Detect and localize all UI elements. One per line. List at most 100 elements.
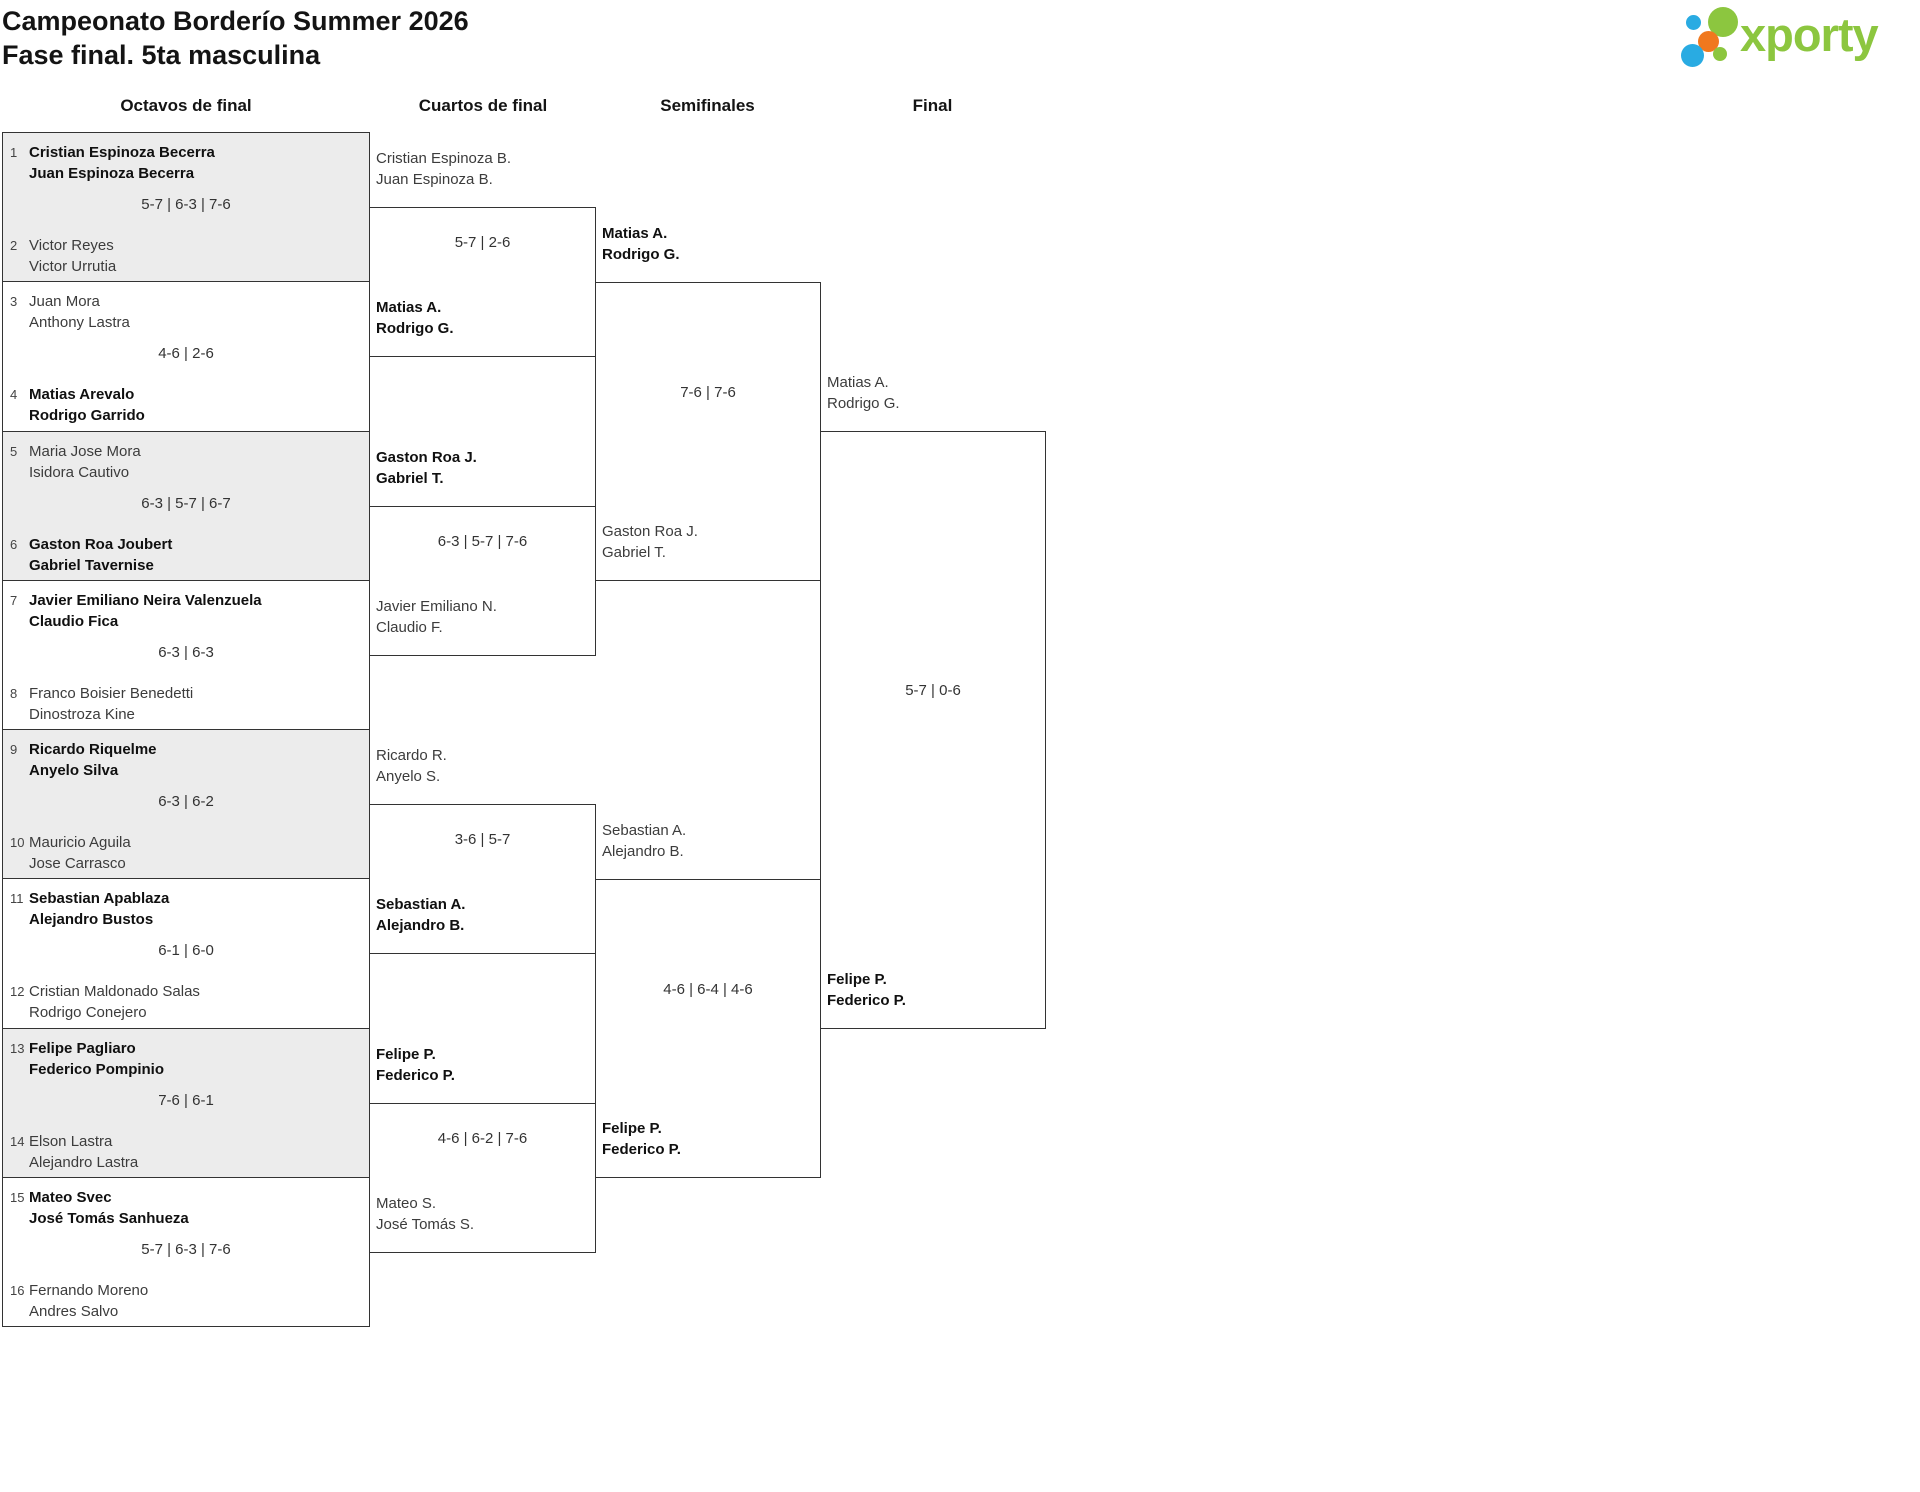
player-name: Matias Arevalo [29, 386, 135, 403]
column-header-semifinales: Semifinales [660, 96, 755, 115]
player-name: Rodrigo Conejero [29, 1004, 147, 1021]
player-name: Gabriel T. [602, 544, 666, 561]
player-name: Gaston Roa J. [602, 523, 698, 540]
player-name: Matias A. [602, 225, 668, 242]
player-name: Cristian Maldonado Salas [29, 983, 200, 1000]
match-score: 6-3 | 5-7 | 7-6 [437, 533, 528, 550]
player-name: Federico P. [602, 1141, 681, 1158]
team-name: Gaston Roa J. Gabriel T. [376, 447, 477, 489]
player-name: Gabriel T. [376, 470, 444, 487]
player-name: Alejandro Lastra [29, 1154, 139, 1171]
player-name: Mauricio Aguila [29, 834, 131, 851]
column-header-cuartos: Cuartos de final [418, 96, 548, 115]
player-name: Franco Boisier Benedetti [29, 685, 194, 702]
match-box-r16-6: 11 Sebastian Apablaza Alejandro Bustos 6… [2, 878, 370, 1029]
column-header-octavos: Octavos de final [120, 96, 252, 115]
team-name: Maria Jose Mora Isidora Cautivo [29, 441, 141, 483]
match-box-sf-1: Matias A. Rodrigo G. 7-6 | 7-6 Gaston Ro… [595, 225, 821, 581]
seed-number: 1 [10, 145, 18, 160]
team-name: Felipe P. Federico P. [376, 1044, 455, 1086]
match-score: 5-7 | 0-6 [905, 682, 961, 699]
player-name: Federico Pompinio [29, 1061, 165, 1078]
seed-number: 9 [10, 742, 18, 757]
match-score: 6-3 | 6-2 [158, 793, 214, 810]
match-box-r16-3: 5 Maria Jose Mora Isidora Cautivo 6-3 | … [2, 431, 370, 581]
player-name: Victor Reyes [29, 237, 114, 254]
team-name: Fernando Moreno Andres Salvo [29, 1280, 148, 1322]
player-name: Matias A. [376, 299, 442, 316]
team-name: Cristian Maldonado Salas Rodrigo Conejer… [29, 981, 200, 1023]
player-name: Sebastian Apablaza [29, 890, 170, 907]
player-name: Matias A. [827, 374, 889, 391]
team-name: Felipe P. Federico P. [602, 1118, 681, 1160]
team-name: Cristian Espinoza Becerra Juan Espinoza … [29, 142, 215, 184]
match-score: 6-3 | 5-7 | 6-7 [141, 495, 231, 512]
match-score: 5-7 | 6-3 | 7-6 [141, 1241, 231, 1258]
team-name: Felipe P. Federico P. [827, 969, 906, 1011]
player-name: Juan Mora [29, 293, 100, 310]
player-name: Mateo Svec [29, 1189, 112, 1206]
logo-dot-icon [1681, 44, 1704, 67]
player-name: Mateo S. [376, 1195, 437, 1212]
match-score: 5-7 | 6-3 | 7-6 [141, 196, 231, 213]
match-score: 7-6 | 6-1 [158, 1092, 214, 1109]
player-name: Ricardo R. [376, 747, 447, 764]
match-score: 4-6 | 6-2 | 7-6 [437, 1130, 528, 1147]
player-name: Andres Salvo [29, 1303, 119, 1320]
team-name: Javier Emiliano Neira Valenzuela Claudio… [29, 590, 262, 632]
match-box-r16-2: 3 Juan Mora Anthony Lastra 4-6 | 2-6 4 M… [2, 281, 370, 432]
player-name: Ricardo Riquelme [29, 741, 157, 758]
team-name: Cristian Espinoza B. Juan Espinoza B. [376, 148, 511, 190]
player-name: Alejandro B. [376, 917, 465, 934]
match-box-r16-1: 1 Cristian Espinoza Becerra Juan Espinoz… [2, 132, 370, 282]
column-header-final: Final [912, 96, 953, 115]
team-name: Juan Mora Anthony Lastra [29, 291, 130, 333]
match-box-r16-7: 13 Felipe Pagliaro Federico Pompinio 7-6… [2, 1028, 370, 1178]
seed-number: 13 [10, 1041, 25, 1056]
seed-number: 10 [10, 835, 25, 850]
player-name: Fernando Moreno [29, 1282, 149, 1299]
player-name: Cristian Espinoza B. [376, 150, 512, 167]
player-name: Claudio F. [376, 619, 443, 636]
match-box-qf-4: Felipe P. Federico P. 4-6 | 6-2 | 7-6 Ma… [369, 1046, 596, 1253]
match-box-qf-3: Ricardo R. Anyelo S. 3-6 | 5-7 Sebastian… [369, 747, 596, 954]
player-name: Jose Carrasco [29, 855, 126, 872]
logo-dot-icon [1686, 15, 1701, 30]
player-name: Victor Urrutia [29, 258, 117, 275]
team-name: Mauricio Aguila Jose Carrasco [29, 832, 131, 874]
match-score: 4-6 | 2-6 [158, 345, 214, 362]
match-box-final: Matias A. Rodrigo G. 5-7 | 0-6 Felipe P.… [820, 374, 1046, 1029]
player-name: Rodrigo G. [602, 246, 680, 263]
player-name: Isidora Cautivo [29, 464, 130, 481]
match-score: 7-6 | 7-6 [680, 383, 736, 401]
match-box-qf-1: Cristian Espinoza B. Juan Espinoza B. 5-… [369, 150, 596, 357]
player-name: Javier Emiliano Neira Valenzuela [29, 592, 262, 609]
team-name: Ricardo R. Anyelo S. [376, 745, 447, 787]
xporty-logo[interactable]: xporty [1680, 5, 1910, 69]
player-name: Juan Espinoza B. [376, 171, 493, 188]
player-name: Anthony Lastra [29, 314, 130, 331]
player-name: Felipe P. [827, 971, 887, 988]
match-score: 4-6 | 6-4 | 4-6 [663, 980, 753, 998]
team-name: Elson Lastra Alejandro Lastra [29, 1131, 138, 1173]
match-score: 6-1 | 6-0 [158, 942, 214, 959]
match-box-sf-2: Sebastian A. Alejandro B. 4-6 | 6-4 | 4-… [595, 822, 821, 1178]
logo-dot-icon [1713, 47, 1727, 61]
player-name: Claudio Fica [29, 613, 119, 630]
match-score: 6-3 | 6-3 [158, 644, 214, 661]
player-name: José Tomás S. [376, 1216, 475, 1233]
team-name: Franco Boisier Benedetti Dinostroza Kine [29, 683, 193, 725]
team-name: Felipe Pagliaro Federico Pompinio [29, 1038, 164, 1080]
seed-number: 12 [10, 984, 25, 999]
player-name: Anyelo Silva [29, 762, 119, 779]
team-name: Matias A. Rodrigo G. [827, 372, 900, 414]
team-name: Mateo Svec José Tomás Sanhueza [29, 1187, 189, 1229]
player-name: José Tomás Sanhueza [29, 1210, 189, 1227]
match-score: 3-6 | 5-7 [454, 831, 511, 848]
seed-number: 7 [10, 593, 18, 608]
seed-number: 8 [10, 686, 18, 701]
player-name: Federico P. [376, 1067, 455, 1084]
player-name: Felipe P. [602, 1120, 662, 1137]
page-title: Campeonato Borderío Summer 2026 Fase fin… [2, 4, 469, 72]
